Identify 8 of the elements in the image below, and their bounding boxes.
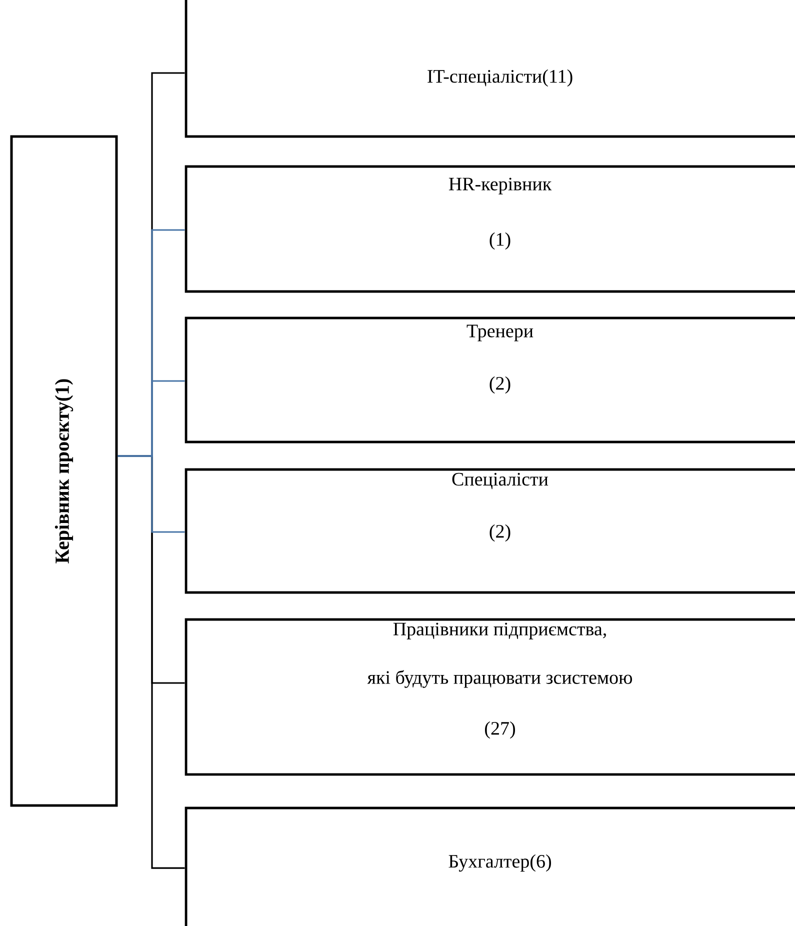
role-box: HR-керівник (1) [184,165,795,293]
role-box: IT-спеціалісти(11) [184,0,795,138]
role-box: Спеціалісти (2) [184,468,795,594]
role-box: Працівники підприємства, які будуть працювати зсистемою (27) [184,618,795,776]
root-box: Керівник проєкту(1) [10,135,118,807]
role-box: Бухгалтер(6) [184,806,795,926]
connector-line [118,455,185,533]
role-box: Тренери (2) [184,316,795,444]
